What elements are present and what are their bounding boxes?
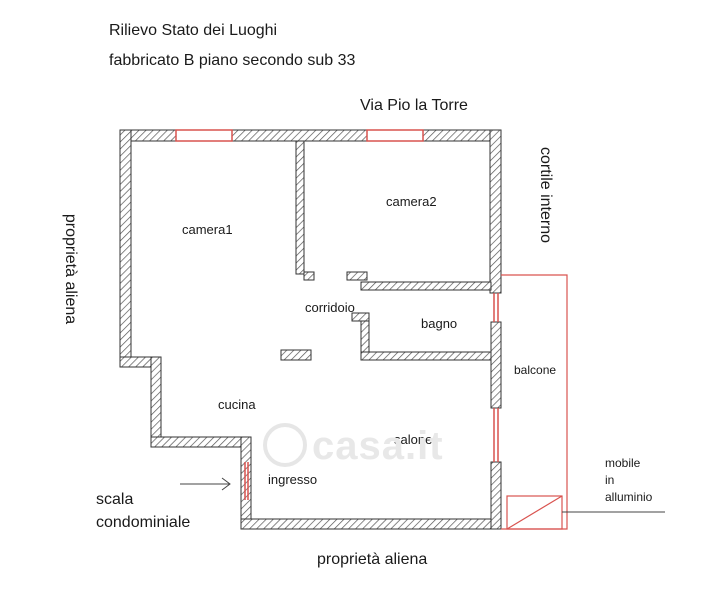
walls xyxy=(119,129,502,530)
room-camera1: camera1 xyxy=(182,222,233,237)
room-cucina: cucina xyxy=(218,397,256,412)
bottom-side-label: proprietà aliena xyxy=(317,551,428,568)
stair-label-line1: scala xyxy=(96,491,134,508)
room-salone: salone xyxy=(394,432,433,447)
watermark-text: casa.it xyxy=(312,424,444,468)
windows xyxy=(175,129,499,500)
room-corridoio: corridoio xyxy=(305,300,355,315)
mobile-label-line2: in xyxy=(605,473,615,487)
balcony xyxy=(501,274,568,530)
title-line2: fabbricato B piano secondo sub 33 xyxy=(109,52,356,69)
stair-label-line2: condominiale xyxy=(96,514,191,531)
room-ingresso: ingresso xyxy=(268,472,318,487)
cortile-label: cortile interno xyxy=(537,146,554,244)
room-camera2: camera2 xyxy=(386,194,437,209)
mobile-label-line1: mobile xyxy=(605,456,641,470)
street-label: Via Pio la Torre xyxy=(360,97,468,114)
annotation-lines xyxy=(180,477,665,513)
room-bagno: bagno xyxy=(421,316,458,331)
left-side-label: proprietà aliena xyxy=(62,213,79,325)
watermark-graphic xyxy=(263,423,307,467)
title-line1: Rilievo Stato dei Luoghi xyxy=(109,22,278,39)
room-balcone: balcone xyxy=(514,363,557,377)
mobile-label-line3: alluminio xyxy=(605,490,653,504)
